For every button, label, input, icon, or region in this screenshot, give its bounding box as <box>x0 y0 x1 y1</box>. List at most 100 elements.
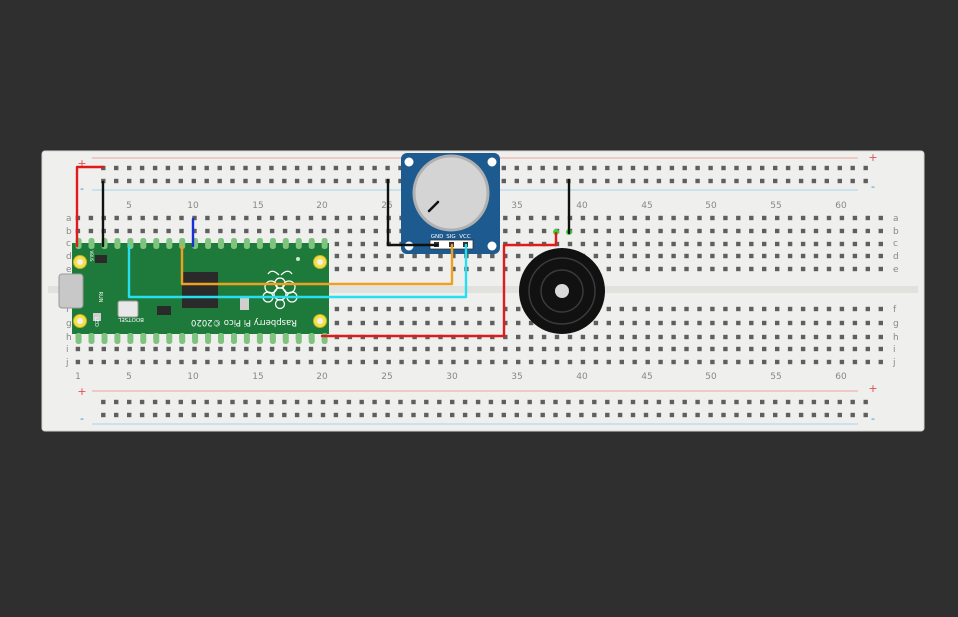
breadboard-hole[interactable] <box>798 178 804 184</box>
breadboard-hole[interactable] <box>333 165 339 171</box>
breadboard-hole[interactable] <box>671 266 676 272</box>
pico-pin-pad[interactable] <box>179 238 186 249</box>
breadboard-hole[interactable] <box>579 165 584 171</box>
breadboard-hole[interactable] <box>619 228 624 234</box>
breadboard-hole[interactable] <box>785 412 791 418</box>
breadboard-hole[interactable] <box>451 306 456 312</box>
pico-pin-pad[interactable] <box>321 333 328 344</box>
pico-pin-pad[interactable] <box>308 238 315 249</box>
breadboard-hole[interactable] <box>619 253 624 259</box>
breadboard-hole[interactable] <box>684 266 689 272</box>
breadboard-hole[interactable] <box>863 399 868 405</box>
breadboard-hole[interactable] <box>852 334 858 340</box>
breadboard-hole[interactable] <box>438 266 443 272</box>
breadboard-hole[interactable] <box>787 228 793 234</box>
pico-pin-pad[interactable] <box>140 333 147 344</box>
breadboard-hole[interactable] <box>619 215 624 221</box>
breadboard-hole[interactable] <box>697 346 702 352</box>
breadboard-hole[interactable] <box>503 253 508 259</box>
breadboard-hole[interactable] <box>244 346 249 352</box>
breadboard-hole[interactable] <box>320 165 326 171</box>
pico-pin-pad[interactable] <box>308 333 315 344</box>
breadboard-hole[interactable] <box>865 320 870 326</box>
breadboard-hole[interactable] <box>411 399 416 405</box>
breadboard-hole[interactable] <box>554 359 560 365</box>
breadboard-hole[interactable] <box>179 346 184 352</box>
breadboard-hole[interactable] <box>773 165 778 171</box>
breadboard-hole[interactable] <box>451 253 456 259</box>
breadboard-hole[interactable] <box>787 215 793 221</box>
breadboard-hole[interactable] <box>307 399 313 405</box>
breadboard-hole[interactable] <box>580 215 586 221</box>
breadboard-hole[interactable] <box>695 165 700 171</box>
breadboard-hole[interactable] <box>257 228 262 234</box>
potentiometer-module[interactable]: GND SIG VCC <box>401 153 500 254</box>
breadboard-hole[interactable] <box>425 346 430 352</box>
breadboard-hole[interactable] <box>386 253 391 259</box>
breadboard-hole[interactable] <box>710 320 715 326</box>
breadboard-hole[interactable] <box>736 253 741 259</box>
breadboard-hole[interactable] <box>385 399 390 405</box>
breadboard-hole[interactable] <box>347 266 353 272</box>
breadboard-hole[interactable] <box>191 412 196 418</box>
breadboard-hole[interactable] <box>308 359 314 365</box>
breadboard-hole[interactable] <box>450 412 455 418</box>
breadboard-hole[interactable] <box>658 228 663 234</box>
breadboard-hole[interactable] <box>516 253 521 259</box>
breadboard-hole[interactable] <box>619 266 624 272</box>
breadboard-hole[interactable] <box>723 228 728 234</box>
breadboard-hole[interactable] <box>736 359 741 365</box>
breadboard-hole[interactable] <box>785 178 791 184</box>
breadboard-hole[interactable] <box>606 241 611 247</box>
breadboard-hole[interactable] <box>528 334 534 340</box>
breadboard-hole[interactable] <box>878 266 883 272</box>
breadboard-hole[interactable] <box>775 306 780 312</box>
breadboard-hole[interactable] <box>800 306 806 312</box>
breadboard-hole[interactable] <box>360 228 365 234</box>
breadboard-hole[interactable] <box>516 228 521 234</box>
breadboard-hole[interactable] <box>839 266 845 272</box>
breadboard-hole[interactable] <box>656 178 662 184</box>
breadboard-hole[interactable] <box>671 346 676 352</box>
breadboard-hole[interactable] <box>372 399 377 405</box>
breadboard-hole[interactable] <box>592 165 597 171</box>
breadboard-hole[interactable] <box>114 165 119 171</box>
breadboard-hole[interactable] <box>541 334 547 340</box>
breadboard-hole[interactable] <box>813 359 819 365</box>
breadboard-hole[interactable] <box>787 241 793 247</box>
breadboard-hole[interactable] <box>760 399 765 405</box>
breadboard-hole[interactable] <box>503 359 508 365</box>
breadboard-hole[interactable] <box>684 215 689 221</box>
breadboard-hole[interactable] <box>178 178 183 184</box>
breadboard-hole[interactable] <box>152 165 158 171</box>
breadboard-hole[interactable] <box>710 253 715 259</box>
breadboard-hole[interactable] <box>527 178 532 184</box>
breadboard-hole[interactable] <box>697 253 702 259</box>
breadboard-hole[interactable] <box>749 359 754 365</box>
breadboard-hole[interactable] <box>632 241 637 247</box>
breadboard-hole[interactable] <box>658 215 663 221</box>
breadboard-hole[interactable] <box>321 215 327 221</box>
pico-pin-pad[interactable] <box>114 238 121 249</box>
breadboard-hole[interactable] <box>617 399 623 405</box>
breadboard-hole[interactable] <box>721 412 726 418</box>
breadboard-hole[interactable] <box>178 165 183 171</box>
breadboard-hole[interactable] <box>837 178 842 184</box>
breadboard-hole[interactable] <box>773 412 778 418</box>
breadboard-hole[interactable] <box>140 228 145 234</box>
breadboard-hole[interactable] <box>295 359 301 365</box>
pico-pin-pad[interactable] <box>205 333 212 344</box>
breadboard-hole[interactable] <box>773 178 778 184</box>
pico-pin-pad[interactable] <box>153 333 160 344</box>
breadboard-hole[interactable] <box>645 359 650 365</box>
breadboard-hole[interactable] <box>645 320 650 326</box>
breadboard-hole[interactable] <box>619 334 624 340</box>
breadboard-hole[interactable] <box>294 178 300 184</box>
breadboard-hole[interactable] <box>438 306 443 312</box>
breadboard-hole[interactable] <box>606 320 611 326</box>
breadboard-hole[interactable] <box>218 215 223 221</box>
breadboard-hole[interactable] <box>580 334 586 340</box>
breadboard-hole[interactable] <box>139 412 145 418</box>
breadboard-hole[interactable] <box>632 320 637 326</box>
